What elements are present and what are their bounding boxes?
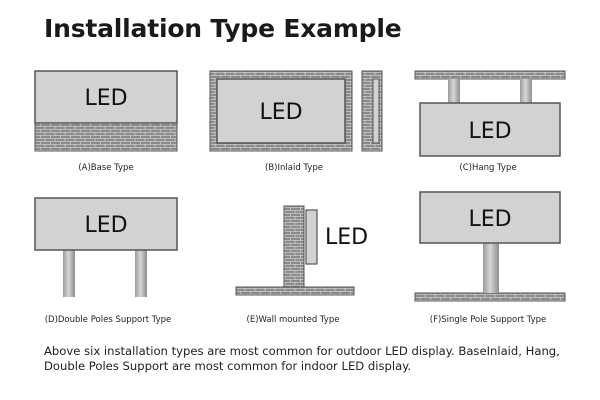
- single-pole-type-diagram: LED (F)Single Pole Support Type: [414, 191, 566, 325]
- caption-inlaid-type: (B)Inlaid Type: [265, 163, 323, 173]
- brick-base: [34, 122, 178, 152]
- led-label: LED: [259, 100, 302, 125]
- ceiling-beam: [414, 70, 566, 80]
- side-view-panel: [372, 78, 380, 144]
- pole-right: [135, 250, 147, 297]
- footer-description: Above six installation types are most co…: [44, 344, 560, 373]
- brick-wall: [283, 205, 305, 288]
- led-panel: [34, 70, 178, 124]
- pole-left: [63, 250, 75, 297]
- pole: [483, 243, 499, 293]
- inlaid-type-diagram: LED (B)Inlaid Type: [209, 70, 383, 173]
- led-panel: [216, 78, 346, 144]
- led-panel: [419, 191, 561, 244]
- led-panel: [419, 102, 561, 157]
- ground: [414, 292, 566, 302]
- hanger-rod-right: [520, 79, 532, 103]
- caption-base-type: (A)Base Type: [78, 163, 133, 173]
- page-title: Installation Type Example: [44, 14, 402, 43]
- led-label: LED: [468, 207, 511, 232]
- caption-hang-type: (C)Hang Type: [459, 163, 516, 173]
- led-label: LED: [84, 213, 127, 238]
- ground: [235, 286, 355, 296]
- led-panel: [34, 197, 178, 251]
- double-poles-type-diagram: LED (D)Double Poles Support Type: [34, 197, 178, 325]
- hanger-rod-left: [448, 79, 460, 103]
- wall-mounted-type-diagram: LED (E)Wall mounted Type: [235, 205, 368, 325]
- caption-double-poles-type: (D)Double Poles Support Type: [45, 315, 172, 325]
- led-label: LED: [84, 86, 127, 111]
- led-label: LED: [325, 225, 368, 250]
- hang-type-diagram: LED (C)Hang Type: [414, 70, 566, 173]
- caption-wall-mounted-type: (E)Wall mounted Type: [247, 315, 340, 325]
- installation-diagram: LED (A)Base Type LED (B)Inlaid Type LED …: [34, 70, 566, 325]
- caption-single-pole-type: (F)Single Pole Support Type: [430, 315, 547, 325]
- led-label: LED: [468, 119, 511, 144]
- base-type-diagram: LED (A)Base Type: [34, 70, 178, 173]
- led-panel-side: [305, 209, 318, 265]
